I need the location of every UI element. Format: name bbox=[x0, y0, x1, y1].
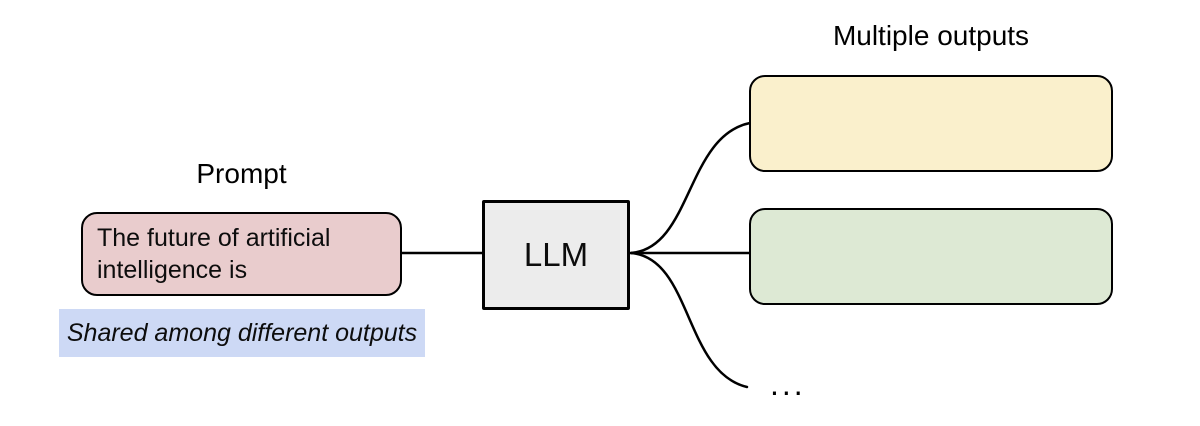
more-outputs-ellipsis: ... bbox=[770, 366, 806, 402]
output-box-yellow bbox=[749, 75, 1113, 172]
prompt-box-text: The future of artificial intelligence is bbox=[97, 224, 331, 284]
connector-llm-to-output-top bbox=[629, 121, 752, 255]
llm-box-label: LLM bbox=[523, 236, 589, 273]
prompt-section-label: Prompt bbox=[196, 158, 287, 189]
connector-llm-to-output-bottom bbox=[629, 251, 749, 389]
prompt-box: The future of artificial intelligence is bbox=[81, 212, 402, 296]
shared-note-text: Shared among different outputs bbox=[66, 318, 418, 347]
shared-note-highlight: Shared among different outputs bbox=[59, 309, 425, 357]
llm-box: LLM bbox=[482, 200, 630, 310]
multiple-outputs-label: Multiple outputs bbox=[832, 20, 1030, 51]
output-box-green bbox=[749, 208, 1113, 305]
